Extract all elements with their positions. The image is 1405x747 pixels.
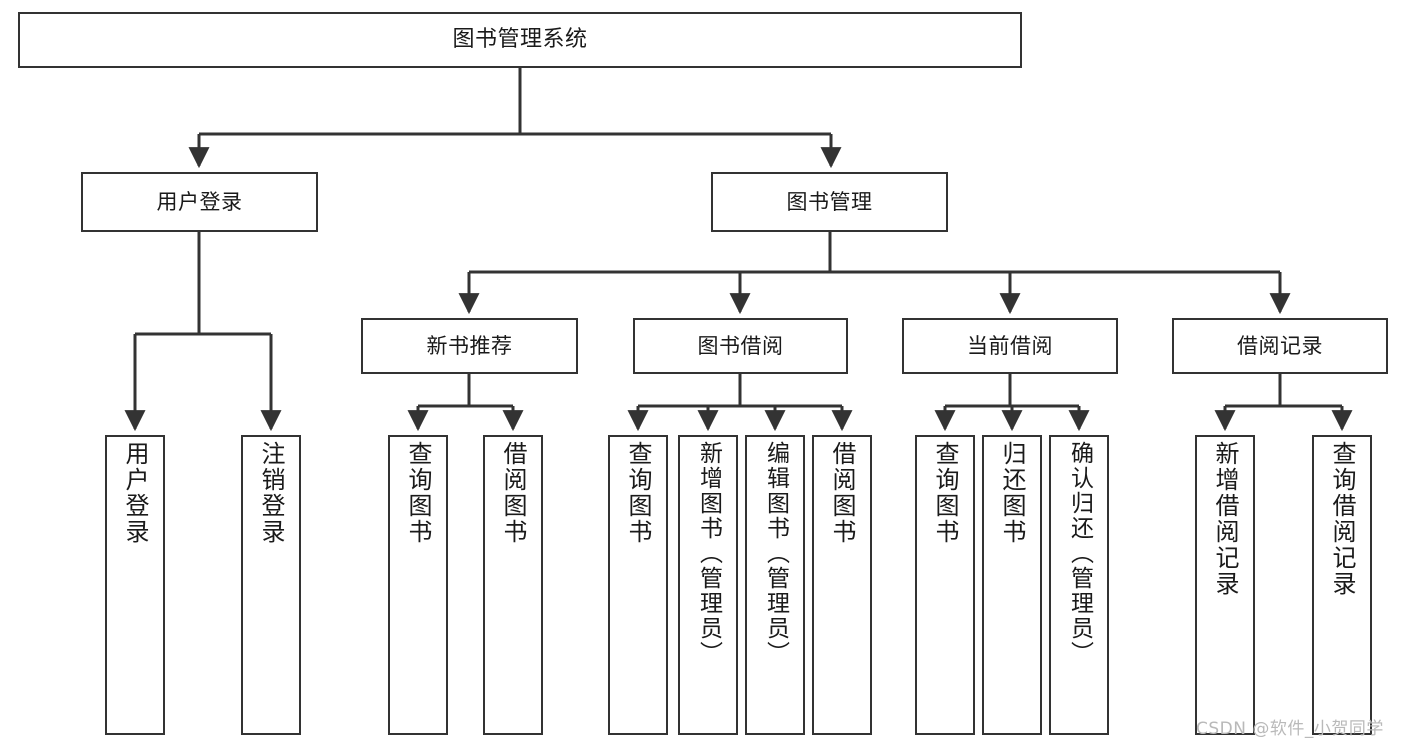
node-leaf-user-login[interactable]: 用户登录 [105,435,165,735]
node-leaf-borrow-book-2-label: 借阅图书 [828,441,856,545]
node-leaf-query-record[interactable]: 查询借阅记录 [1312,435,1372,735]
node-leaf-return-book-label: 归还图书 [998,441,1026,545]
node-leaf-query-book-2-label: 查询图书 [624,441,652,545]
node-leaf-query-book-1-label: 查询图书 [404,441,432,545]
node-book-borrow-label: 图书借阅 [697,333,784,358]
node-borrow-record[interactable]: 借阅记录 [1172,318,1388,374]
node-leaf-edit-book[interactable]: 编辑图书（管理员） [745,435,805,735]
node-leaf-add-book[interactable]: 新增图书（管理员） [678,435,738,735]
node-root[interactable]: 图书管理系统 [18,12,1022,68]
node-leaf-borrow-book-2[interactable]: 借阅图书 [812,435,872,735]
node-leaf-logout[interactable]: 注销登录 [241,435,301,735]
node-leaf-user-login-label: 用户登录 [121,441,149,545]
node-leaf-add-record[interactable]: 新增借阅记录 [1195,435,1255,735]
node-current-borrow[interactable]: 当前借阅 [902,318,1118,374]
node-leaf-query-book-3-label: 查询图书 [931,441,959,545]
node-current-borrow-label: 当前借阅 [967,333,1053,358]
node-leaf-query-book-1[interactable]: 查询图书 [388,435,448,735]
node-leaf-add-record-label: 新增借阅记录 [1211,441,1239,597]
node-root-label: 图书管理系统 [452,27,588,53]
node-leaf-query-book-2[interactable]: 查询图书 [608,435,668,735]
node-new-book-recommend-label: 新书推荐 [426,333,513,358]
csdn-watermark: CSDN @软件_小贺同学 [1196,719,1384,739]
node-borrow-record-label: 借阅记录 [1237,333,1323,358]
node-book-manage[interactable]: 图书管理 [711,172,948,232]
node-user-login[interactable]: 用户登录 [81,172,318,232]
node-leaf-query-book-3[interactable]: 查询图书 [915,435,975,735]
node-book-borrow[interactable]: 图书借阅 [633,318,848,374]
node-leaf-borrow-book-1[interactable]: 借阅图书 [483,435,543,735]
node-new-book-recommend[interactable]: 新书推荐 [361,318,578,374]
node-leaf-confirm-return-label: 确认归还（管理员） [1066,441,1093,666]
node-leaf-borrow-book-1-label: 借阅图书 [499,441,527,545]
node-leaf-query-record-label: 查询借阅记录 [1328,441,1356,597]
node-user-login-label: 用户登录 [156,189,243,214]
node-leaf-confirm-return[interactable]: 确认归还（管理员） [1049,435,1109,735]
node-leaf-return-book[interactable]: 归还图书 [982,435,1042,735]
node-leaf-logout-label: 注销登录 [257,441,285,545]
node-book-manage-label: 图书管理 [786,189,873,214]
node-leaf-add-book-label: 新增图书（管理员） [695,441,722,666]
node-leaf-edit-book-label: 编辑图书（管理员） [762,441,789,666]
